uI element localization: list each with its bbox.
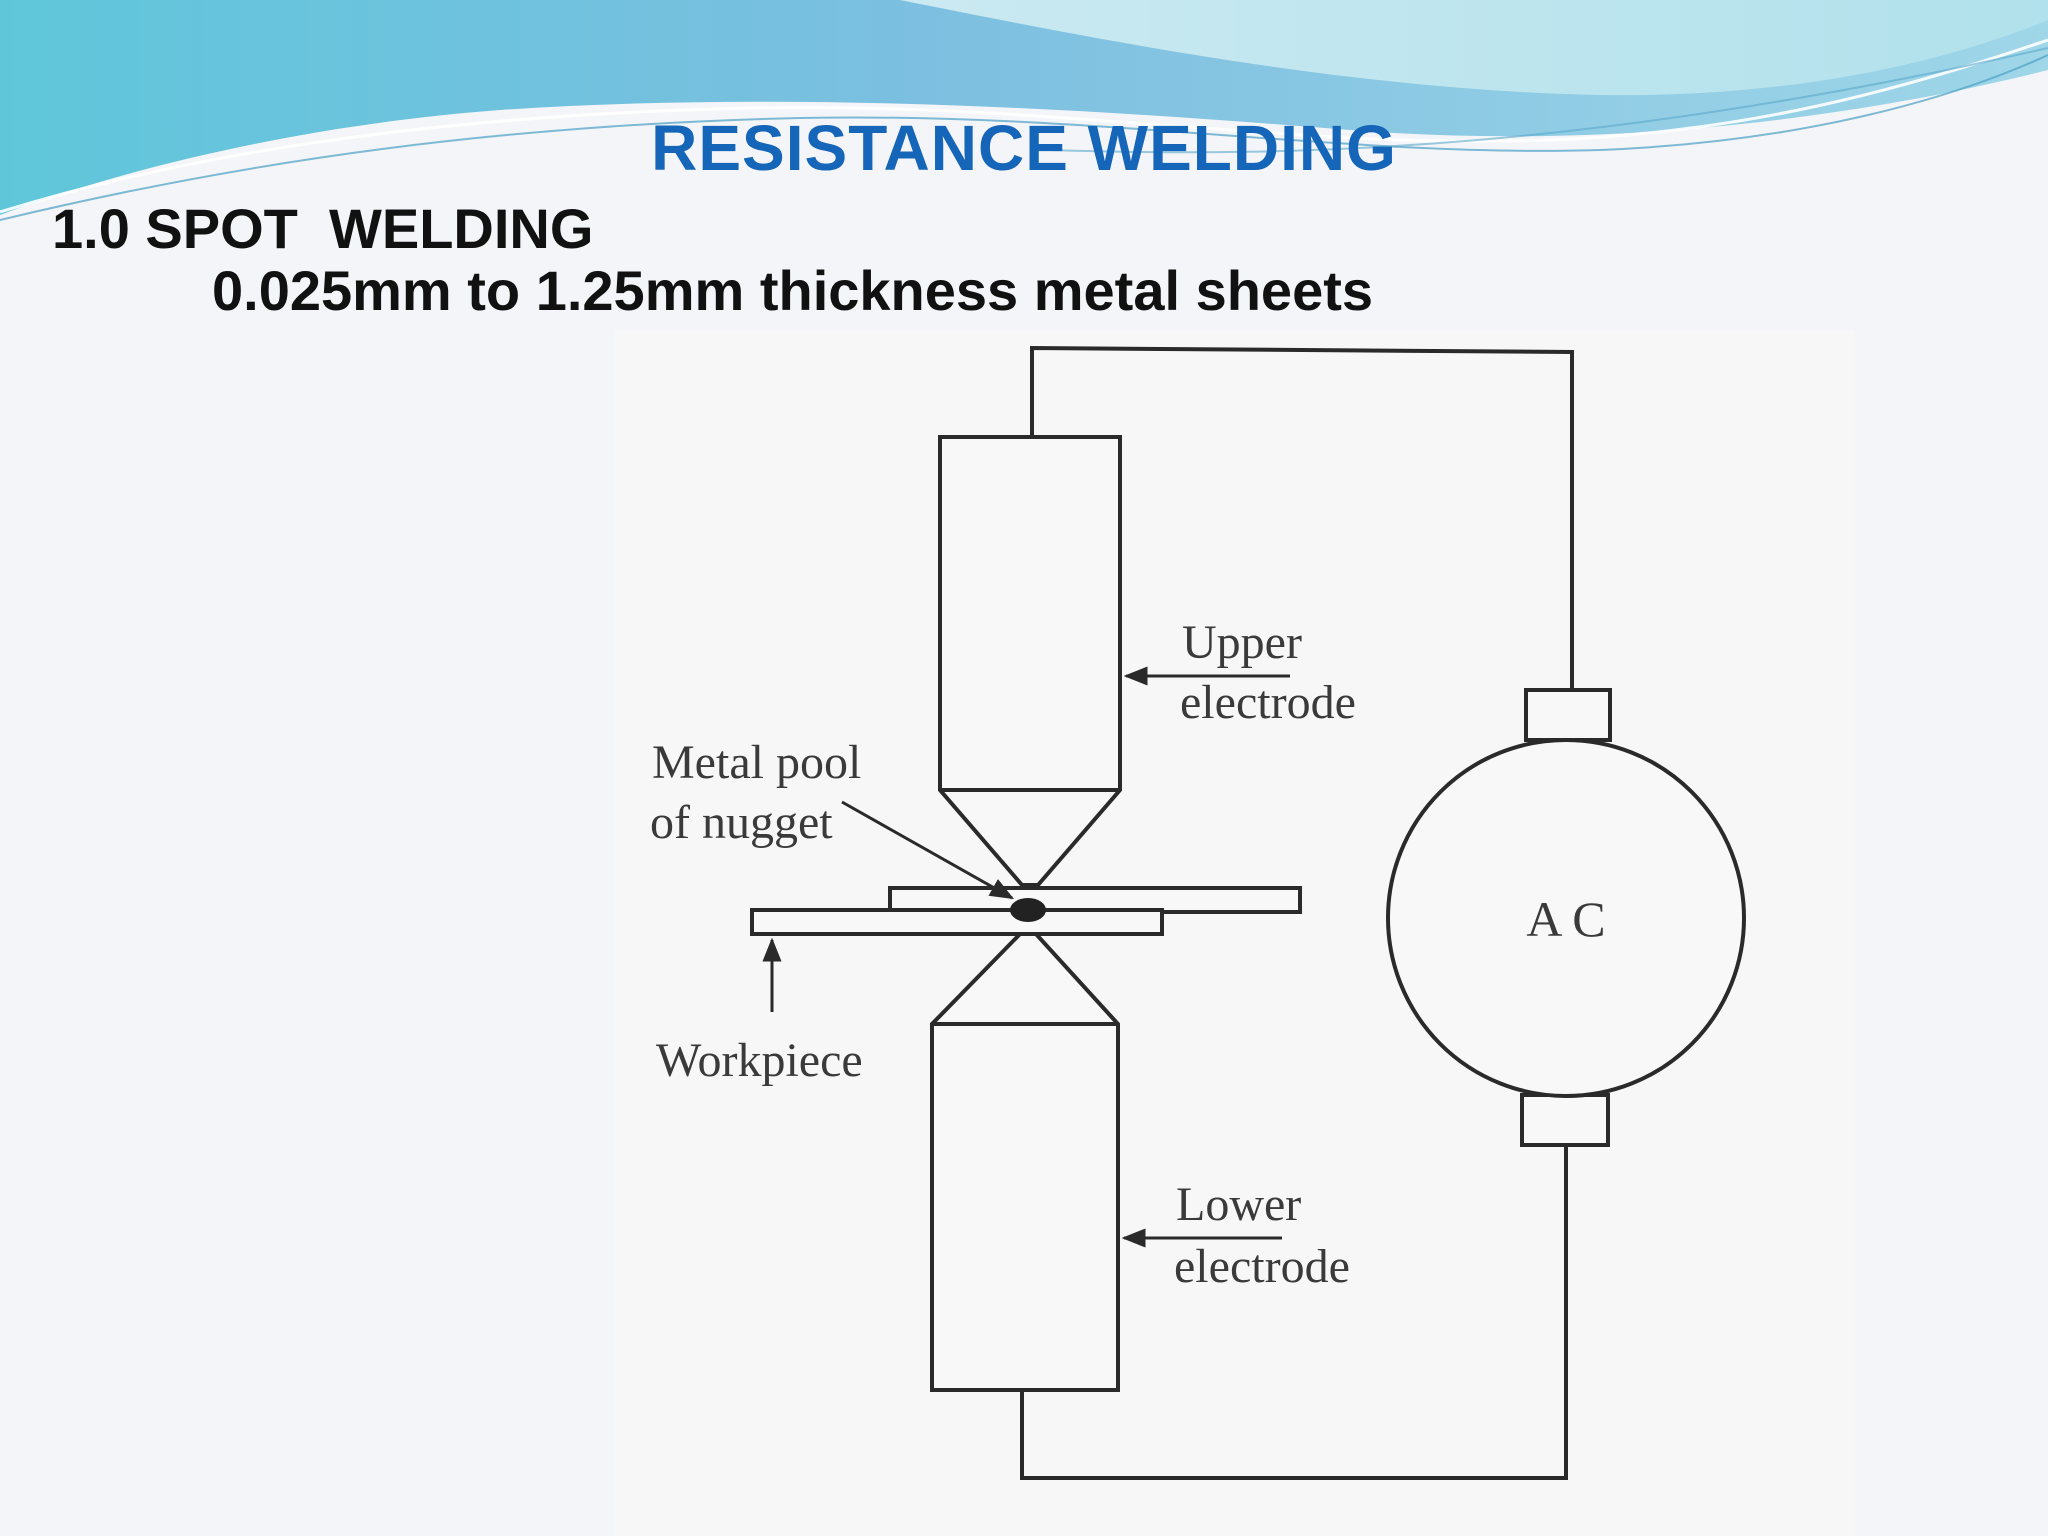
ac-source-top-terminal [1524,688,1612,742]
workpiece-label: Workpiece [656,1034,863,1087]
metal-pool-label-line1: Metal pool [652,736,861,789]
metal-pool-label-line2: of nugget [650,796,833,849]
header-wave-decoration [0,0,2048,221]
upper-electrode-label-line2: electrode [1180,676,1356,729]
metal-pool-arrow [841,800,1015,900]
section-heading: 1.0 SPOT WELDING [52,197,594,260]
weld-nugget [1010,898,1046,922]
ac-source [1386,738,1746,1098]
circuit-wire-top [1030,345,1574,690]
circuit-wire-bottom [1020,1142,1568,1480]
workpiece-lower-sheet [750,908,1164,936]
ac-source-bottom-terminal [1520,1093,1610,1147]
upper-electrode-label-line1: Upper [1182,616,1302,669]
slide-title: RESISTANCE WELDING [651,112,1397,184]
lower-electrode-label-line1: Lower [1176,1178,1301,1231]
ac-source-label: A C [1526,891,1605,947]
upper-electrode [938,435,1122,887]
lower-electrode-label-line2: electrode [1174,1240,1350,1293]
thickness-range-text: 0.025mm to 1.25mm thickness metal sheets [212,259,1374,322]
lower-electrode [930,932,1120,1392]
